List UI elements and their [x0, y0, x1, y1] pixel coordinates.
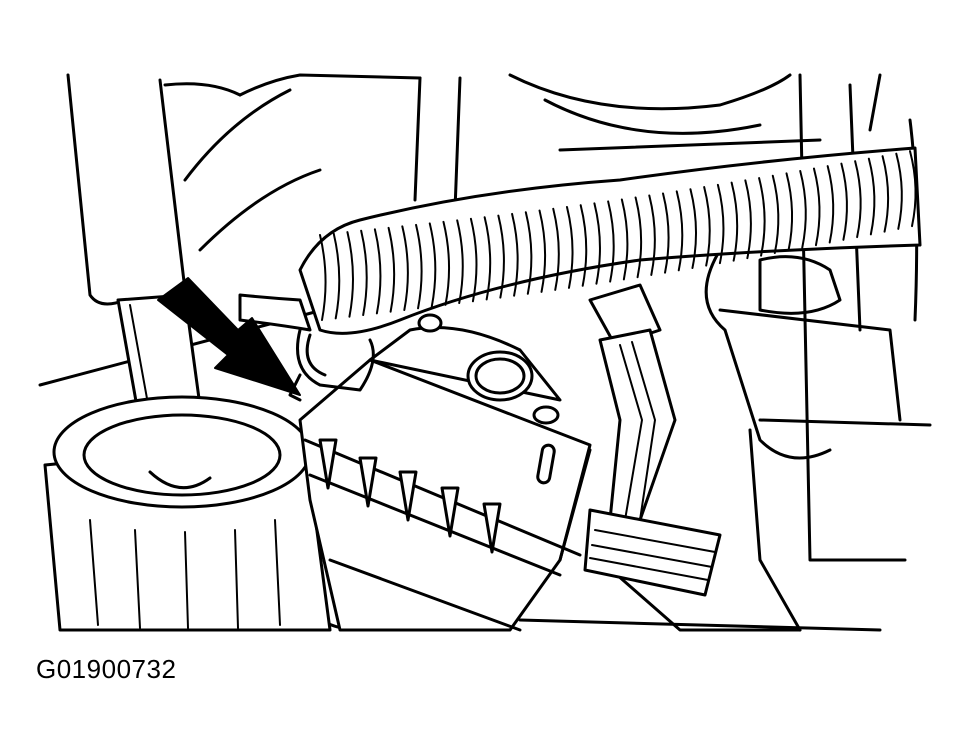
harness-rib — [565, 206, 574, 289]
harness-rib — [854, 160, 862, 239]
harness-rib — [895, 152, 903, 230]
harness-rib — [415, 223, 423, 310]
harness-rib — [867, 157, 876, 236]
harness-rib — [593, 202, 601, 285]
harness-rib — [620, 198, 629, 281]
harness-rib — [387, 226, 396, 313]
harness-rib — [648, 194, 656, 276]
harness-rib — [497, 214, 505, 299]
harness-rib — [744, 179, 752, 260]
small-hose — [238, 293, 375, 402]
harness-rib — [730, 181, 739, 262]
harness-rib — [428, 222, 437, 308]
harness-rib — [538, 209, 547, 293]
harness-rib — [373, 228, 382, 315]
harness-rib — [812, 167, 821, 247]
harness-rib — [758, 177, 766, 257]
harness-rib — [675, 190, 684, 272]
reservoir-neck — [43, 395, 332, 632]
harness-rib — [634, 196, 643, 279]
harness-rib — [552, 207, 560, 291]
harness-rib — [511, 212, 519, 297]
harness-rib — [401, 225, 409, 311]
harness-rib — [332, 232, 341, 320]
harness-rib — [607, 200, 615, 283]
harness-rib — [360, 229, 368, 317]
electrical-connector — [583, 283, 722, 597]
harness-rib — [771, 174, 780, 255]
harness-rib — [909, 150, 917, 228]
arrow-icon — [157, 277, 301, 396]
harness-rib — [826, 165, 835, 244]
harness-rib — [483, 216, 492, 301]
wiring-harness — [298, 146, 922, 335]
connector-teeth — [318, 438, 502, 554]
harness-rib — [840, 162, 848, 241]
harness-rib — [456, 219, 464, 305]
harness-rib — [785, 172, 794, 252]
harness-rib — [799, 169, 807, 249]
harness-rib — [703, 186, 711, 267]
harness-rib — [346, 231, 354, 318]
figure-code: G01900732 — [36, 654, 177, 684]
harness-rib — [319, 234, 327, 321]
harness-rib — [524, 211, 533, 295]
harness-rib — [469, 217, 478, 303]
harness-rib — [716, 183, 725, 265]
harness-rib — [689, 188, 698, 269]
harness-rib — [881, 155, 890, 233]
harness-rib — [662, 192, 670, 274]
module-housing — [298, 313, 592, 632]
harness-rib — [579, 204, 588, 287]
harness-rib — [442, 220, 451, 306]
